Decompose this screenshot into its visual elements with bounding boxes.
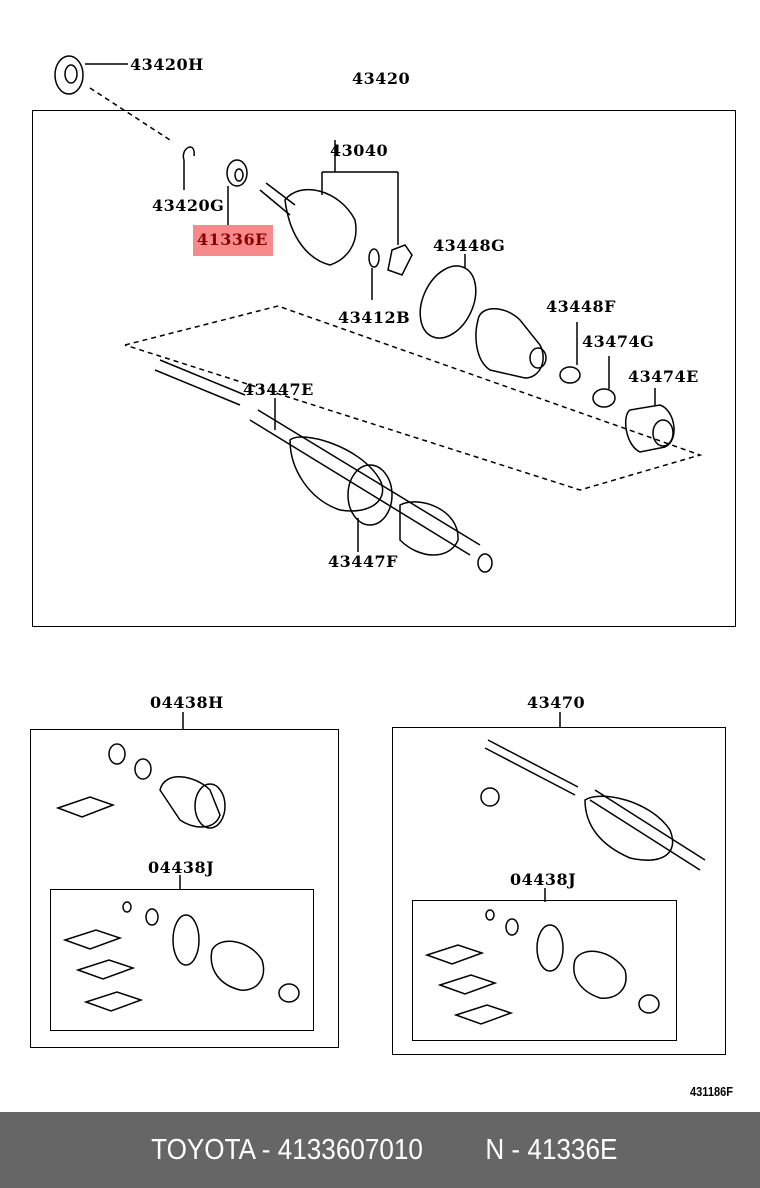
- part-label-43447f[interactable]: 43447F: [328, 552, 399, 571]
- kit-frame-04438j-right: [412, 900, 677, 1041]
- seal-43420h: [54, 55, 128, 95]
- clip-43420g: [182, 146, 195, 190]
- part-label-41336e[interactable]: 41336E: [197, 230, 268, 249]
- clamp-43474g: [592, 356, 616, 408]
- part-label-43420h[interactable]: 43420H: [130, 55, 204, 74]
- part-label-43412b[interactable]: 43412B: [338, 308, 411, 327]
- footer-reference: N - 41336E: [484, 1133, 618, 1166]
- drive-shaft-kit-43470-drawing: [424, 712, 706, 1025]
- part-label-43474e[interactable]: 43474E: [628, 367, 699, 386]
- damper-43474e: [624, 388, 675, 453]
- part-label-04438j-left[interactable]: 04438J: [148, 858, 215, 877]
- dashed-leader: [89, 87, 171, 141]
- parts-drawing: [54, 55, 706, 1025]
- kit-frame-04438h: [30, 729, 339, 1048]
- part-label-43474g[interactable]: 43474G: [582, 332, 655, 351]
- snap-ring-43412b: [368, 248, 380, 300]
- part-label-04438h[interactable]: 04438H: [150, 693, 224, 712]
- outboard-joint-43040: [259, 140, 413, 276]
- part-label-43470[interactable]: 43470: [527, 693, 586, 712]
- clamp-43448f: [559, 322, 581, 384]
- dashed-subassembly-outline: [124, 305, 703, 491]
- boot-kit-04438h-drawing: [55, 712, 300, 1012]
- part-label-43420g[interactable]: 43420G: [152, 196, 225, 215]
- part-label-43448f[interactable]: 43448F: [546, 297, 617, 316]
- assembly-label-43420[interactable]: 43420: [352, 69, 411, 88]
- footer-part-number: TOYOTA - 4133607010: [150, 1133, 423, 1166]
- drive-shaft: [154, 359, 493, 573]
- part-label-04438j-right[interactable]: 04438J: [510, 870, 577, 889]
- boot-43448: [475, 308, 547, 379]
- footer-banner: TOYOTA - 4133607010 N - 41336E: [0, 1112, 760, 1188]
- highlighted-part-41336e[interactable]: 41336E: [193, 225, 273, 256]
- part-label-43040[interactable]: 43040: [330, 141, 389, 160]
- part-label-43447e[interactable]: 43447E: [243, 380, 314, 399]
- kit-frame-43470: [392, 727, 726, 1055]
- part-label-43448g[interactable]: 43448G: [433, 236, 506, 255]
- bearing-41336e: [226, 159, 248, 225]
- diagram-code: 431186F: [690, 1084, 734, 1099]
- boot-clamp-43448g: [419, 254, 477, 339]
- assembly-frame-43420: [32, 110, 736, 627]
- kit-frame-04438j-left: [50, 889, 314, 1031]
